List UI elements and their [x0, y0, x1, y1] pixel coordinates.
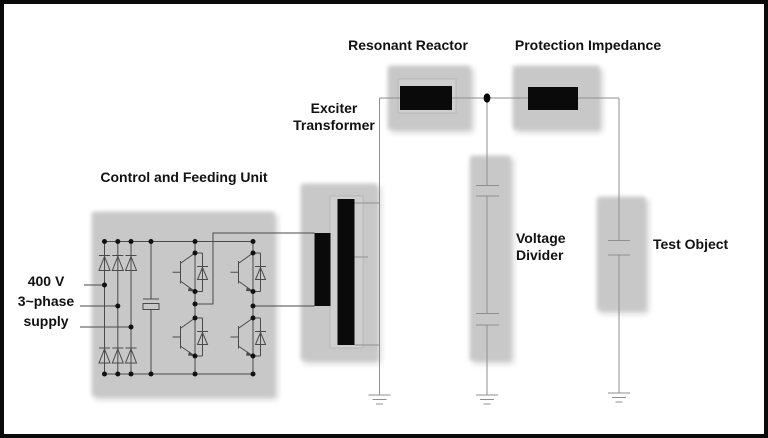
- resonant-reactor-label: Resonant Reactor: [348, 37, 468, 53]
- igbt-bridge: [172, 252, 267, 357]
- test-object-box: [597, 197, 645, 310]
- transformer-primary-winding: [314, 233, 331, 306]
- component-bars: [314, 86, 578, 345]
- hv-node-dot: [483, 93, 491, 103]
- ground-symbol-divider: [476, 394, 498, 405]
- exciter-transformer-label-line2: Transformer: [293, 117, 375, 133]
- secondary-winding-taps: [354, 202, 380, 346]
- voltage-divider-label-line1: Voltage: [516, 230, 566, 246]
- supply-input-lines: [80, 284, 131, 328]
- inverter-output-lines: [195, 232, 315, 307]
- control-feeding-unit-box: [92, 212, 274, 396]
- voltage-divider-label-line2: Divider: [516, 247, 564, 263]
- supply-label: 400 V 3~phase supply: [6, 271, 86, 331]
- test-object-label: Test Object: [653, 236, 729, 252]
- rectifier-diodes-top: [98, 255, 138, 271]
- test-object-capacitor-plates: [608, 240, 630, 256]
- exciter-transformer-label: Exciter Transformer: [280, 100, 388, 134]
- protection-impedance-element: [528, 87, 578, 110]
- supply-label-line3: supply: [23, 313, 69, 329]
- protection-impedance-label: Protection Impedance: [514, 37, 662, 53]
- exciter-transformer-label-line1: Exciter: [310, 100, 358, 116]
- dc-link-capacitor: [142, 241, 160, 374]
- transformer-secondary-winding: [337, 199, 355, 345]
- junction-dots: [102, 239, 256, 377]
- voltage-divider-box: [470, 156, 510, 360]
- voltage-divider-capacitor-plates: [476, 185, 499, 326]
- igbt-bottom-right: [230, 317, 267, 357]
- supply-label-line2: 3~phase: [17, 293, 75, 309]
- ground-symbol-transformer: [368, 394, 391, 405]
- control-feeding-unit-label: Control and Feeding Unit: [100, 169, 268, 185]
- resonant-reactor-element: [400, 86, 452, 110]
- voltage-divider-label: Voltage Divider: [516, 230, 566, 264]
- ground-symbol-test-object: [608, 392, 630, 403]
- control-unit-circuit: [80, 232, 315, 375]
- supply-label-line1: 400 V: [27, 273, 65, 289]
- rectifier-diodes-bottom: [98, 347, 138, 364]
- igbt-top-left: [172, 252, 209, 292]
